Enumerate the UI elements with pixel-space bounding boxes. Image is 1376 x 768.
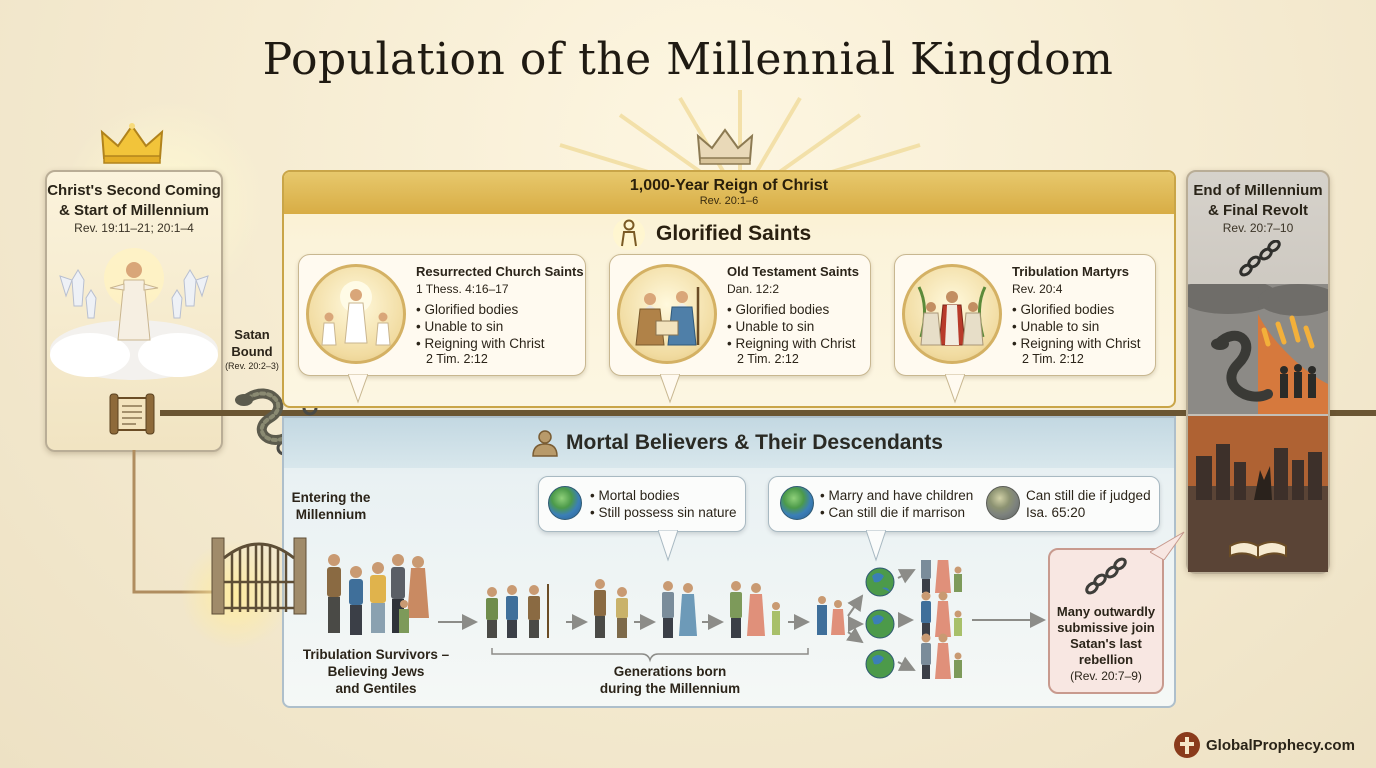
- generations-label-2: during the Millennium: [599, 681, 741, 696]
- list-item: Reigning with Christ: [416, 335, 544, 352]
- mortal-title: Mortal Believers & Their Descendants: [566, 431, 943, 454]
- gate-icon: [211, 537, 307, 615]
- page-title: Population of the Millennial Kingdom: [262, 34, 1114, 85]
- final-revolt-title-1: End of Millennium: [1193, 182, 1323, 199]
- final-revolt-illustration: [1188, 284, 1328, 572]
- rebellion-text-1: Many outwardly: [1056, 604, 1156, 619]
- list-item: Glorified bodies: [727, 301, 856, 318]
- callout-pointer: [945, 374, 965, 404]
- saint-ref-old-testament: Dan. 12:2: [727, 282, 780, 296]
- list-item: • Marry and have children: [820, 488, 974, 503]
- timeline-bar: [160, 410, 1376, 416]
- rebellion-text-2: submissive join: [1057, 620, 1155, 635]
- final-revolt-title-2: & Final Revolt: [1207, 202, 1308, 219]
- church-saints-medal: [306, 264, 406, 364]
- bubble-item: Still possess sin nature: [598, 505, 737, 520]
- reign-header: 1,000-Year Reign of Christ Rev. 20:1–6: [284, 172, 1174, 214]
- reign-ref: Rev. 20:1–6: [699, 195, 759, 207]
- saint-subref-martyrs: 2 Tim. 2:12: [1022, 352, 1084, 366]
- saint-name-martyrs: Tribulation Martyrs: [1012, 264, 1130, 279]
- list-item: • Mortal bodies: [590, 488, 680, 503]
- callout-pointer: [658, 530, 678, 562]
- generations-label-1: Generations born: [613, 664, 727, 679]
- saint-ref-church: 1 Thess. 4:16–17: [416, 282, 509, 296]
- survivors-label-1: Tribulation Survivors –: [302, 647, 450, 662]
- second-coming-title-1: Christ's Second Coming: [47, 182, 221, 199]
- second-coming-title-2: & Start of Millennium: [59, 202, 209, 219]
- glorified-saints-title: Glorified Saints: [656, 222, 812, 245]
- rebellion-text-3: Satan's last: [1070, 636, 1142, 651]
- saint-subref-old-testament: 2 Tim. 2:12: [737, 352, 799, 366]
- church-saints-illustration: [321, 281, 391, 346]
- list-item: Unable to sin: [727, 318, 856, 335]
- second-coming-ref: Rev. 19:11–21; 20:1–4: [74, 221, 194, 235]
- entering-label-2: Millennium: [295, 507, 367, 522]
- scroll-icon: [109, 393, 155, 435]
- final-revolt-ref: Rev. 20:7–10: [1222, 221, 1294, 235]
- satan-bound-label-1: Satan: [234, 327, 270, 342]
- list-item: Glorified bodies: [416, 301, 545, 318]
- callout-pointer: [1150, 531, 1185, 560]
- entering-label-1: Entering the: [291, 490, 371, 505]
- saint-name-church: Resurrected Church Saints: [416, 264, 584, 279]
- mortal-header: [284, 418, 1174, 468]
- list-item: • Still possess sin nature: [590, 505, 737, 520]
- bubble-item: Mortal bodies: [598, 488, 680, 503]
- brand-name[interactable]: GlobalProphecy.com: [1206, 737, 1355, 754]
- martyrs-illustration: [917, 286, 987, 346]
- globe-icon: [780, 486, 814, 520]
- bubble-item: Marry and have children: [828, 488, 974, 503]
- broken-chain-icon: [1239, 240, 1281, 277]
- list-item: Reigning with Christ: [1012, 335, 1140, 352]
- list-item: • Can still die if marrison: [820, 505, 966, 520]
- generations-flow: [438, 560, 1046, 679]
- gate-glow: [180, 540, 290, 650]
- old-testament-illustration: [635, 287, 700, 346]
- broken-chain-icon: [1085, 557, 1127, 595]
- saint-list-martyrs: Glorified bodies Unable to sin Reigning …: [1012, 301, 1141, 352]
- saint-list-old-testament: Glorified bodies Unable to sin Reigning …: [727, 301, 856, 352]
- judged-line: Can still die if judged: [1026, 488, 1151, 503]
- saint-ref-martyrs: Rev. 20:4: [1012, 282, 1063, 296]
- saint-name-old-testament: Old Testament Saints: [727, 264, 859, 279]
- list-item: Glorified bodies: [1012, 301, 1141, 318]
- crown-icon: [696, 128, 754, 165]
- saint-list-church: Glorified bodies Unable to sin Reigning …: [416, 301, 545, 352]
- callout-pointer: [348, 374, 368, 404]
- christ-returning-illustration: [50, 248, 218, 380]
- marry-bubble: [768, 476, 1160, 532]
- rebellion-ref: (Rev. 20:7–9): [1070, 669, 1142, 683]
- crown-icon: [100, 123, 164, 164]
- survivors-group: [327, 554, 429, 635]
- judged-text: Can still die if judged Isa. 65:20: [1026, 487, 1151, 521]
- old-testament-medal: [617, 264, 717, 364]
- satan-bound-ref: (Rev. 20:2–3): [225, 361, 279, 371]
- list-item: Unable to sin: [416, 318, 545, 335]
- rebellion-text-4: rebellion: [1078, 652, 1134, 667]
- survivors-label-2: Believing Jews: [327, 664, 425, 679]
- judged-ref: Isa. 65:20: [1026, 505, 1086, 520]
- saint-subref-church: 2 Tim. 2:12: [426, 352, 488, 366]
- mortal-bodies-text: • Mortal bodies • Still possess sin natu…: [590, 487, 737, 521]
- martyrs-medal: [902, 264, 1002, 364]
- callout-pointer: [866, 530, 886, 562]
- callout-pointer: [660, 374, 680, 404]
- person-icon: [613, 218, 645, 250]
- globe-icon: [548, 486, 582, 520]
- reign-title: 1,000-Year Reign of Christ: [629, 177, 829, 194]
- list-item: Reigning with Christ: [727, 335, 855, 352]
- list-item: Unable to sin: [1012, 318, 1141, 335]
- marry-text: • Marry and have children • Can still di…: [820, 487, 973, 521]
- bubble-item: Can still die if marrison: [828, 505, 966, 520]
- satan-bound-label-2: Bound: [231, 344, 273, 359]
- person-icon: [532, 430, 558, 457]
- survivors-label-3: and Gentiles: [335, 681, 417, 696]
- globe-icon: [986, 486, 1020, 520]
- brand-logo-icon: [1174, 732, 1200, 758]
